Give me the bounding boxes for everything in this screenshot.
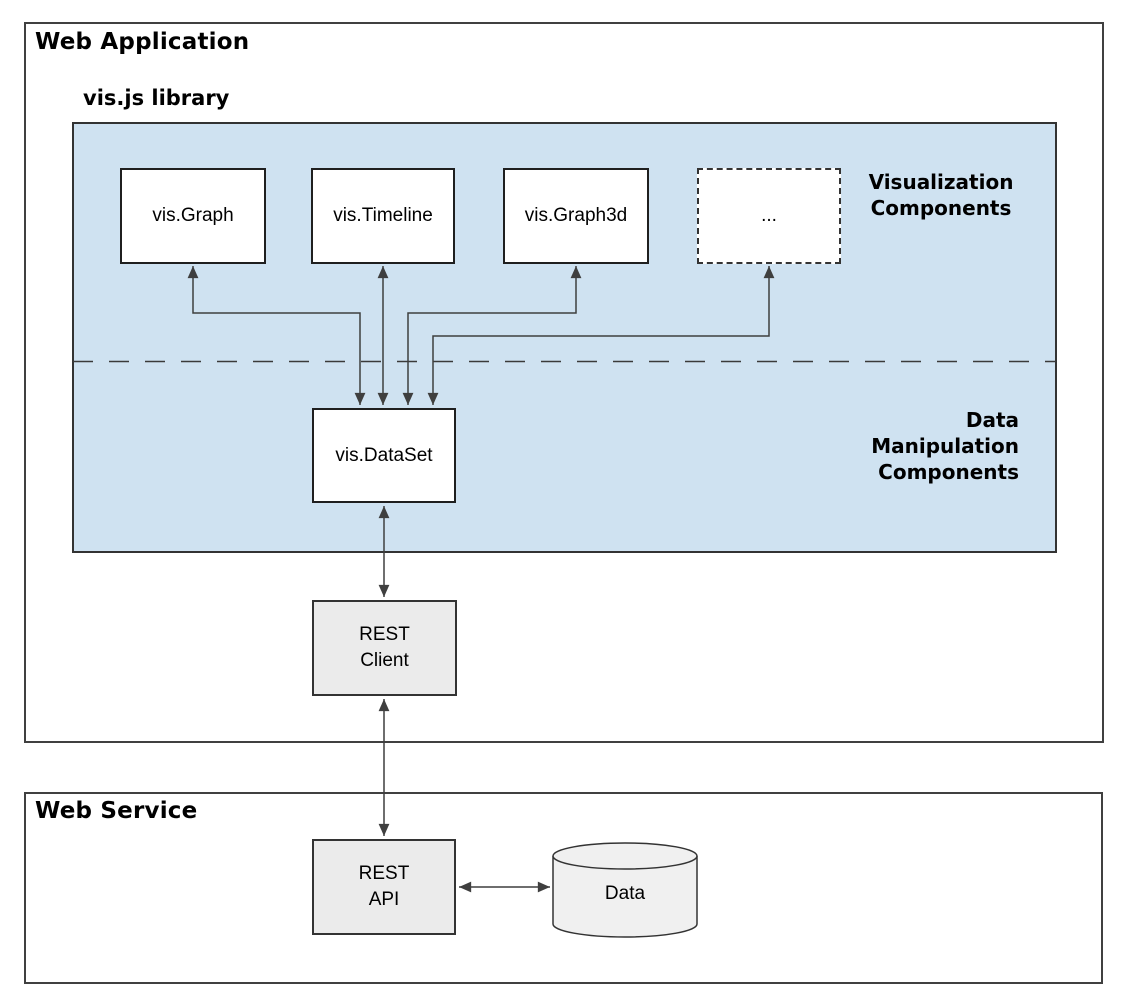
data-manipulation-components-label: Data Manipulation Components xyxy=(839,407,1019,485)
data-manipulation-line3: Components xyxy=(878,460,1019,484)
rest-client-line1: REST xyxy=(359,624,410,645)
ellipsis-label: ... xyxy=(761,205,777,226)
data-manipulation-line2: Manipulation xyxy=(871,434,1019,458)
dataset-box: vis.DataSet xyxy=(312,408,456,503)
rest-api-line1: REST xyxy=(358,863,410,884)
component-box-vis-timeline: vis.Timeline xyxy=(311,168,455,264)
rest-client-label: REST Client xyxy=(359,622,410,674)
rest-api-label: REST API xyxy=(359,861,410,913)
component-box-vis-graph3d: vis.Graph3d xyxy=(503,168,649,264)
vis-timeline-label: vis.Timeline xyxy=(333,205,433,226)
vis-graph-label: vis.Graph xyxy=(152,205,234,226)
rest-api-box: REST API xyxy=(312,839,456,935)
data-manipulation-line1: Data xyxy=(965,408,1019,432)
web-service-title: Web Service xyxy=(35,798,198,824)
rest-api-line2: API xyxy=(368,889,400,910)
visualization-components-line2: Components xyxy=(870,196,1012,220)
component-box-ellipsis: ... xyxy=(697,168,841,264)
data-store-label: Data xyxy=(604,883,646,904)
visjs-library-label: vis.js library xyxy=(83,86,230,110)
vis-graph3d-label: vis.Graph3d xyxy=(524,205,628,226)
component-box-vis-graph: vis.Graph xyxy=(120,168,266,264)
web-application-title: Web Application xyxy=(35,29,250,55)
visualization-components-label: Visualization Components xyxy=(851,169,1031,221)
rest-client-box: REST Client xyxy=(312,600,457,696)
rest-client-line2: Client xyxy=(360,650,409,671)
dataset-label: vis.DataSet xyxy=(335,444,433,466)
visualization-components-line1: Visualization xyxy=(868,170,1014,194)
